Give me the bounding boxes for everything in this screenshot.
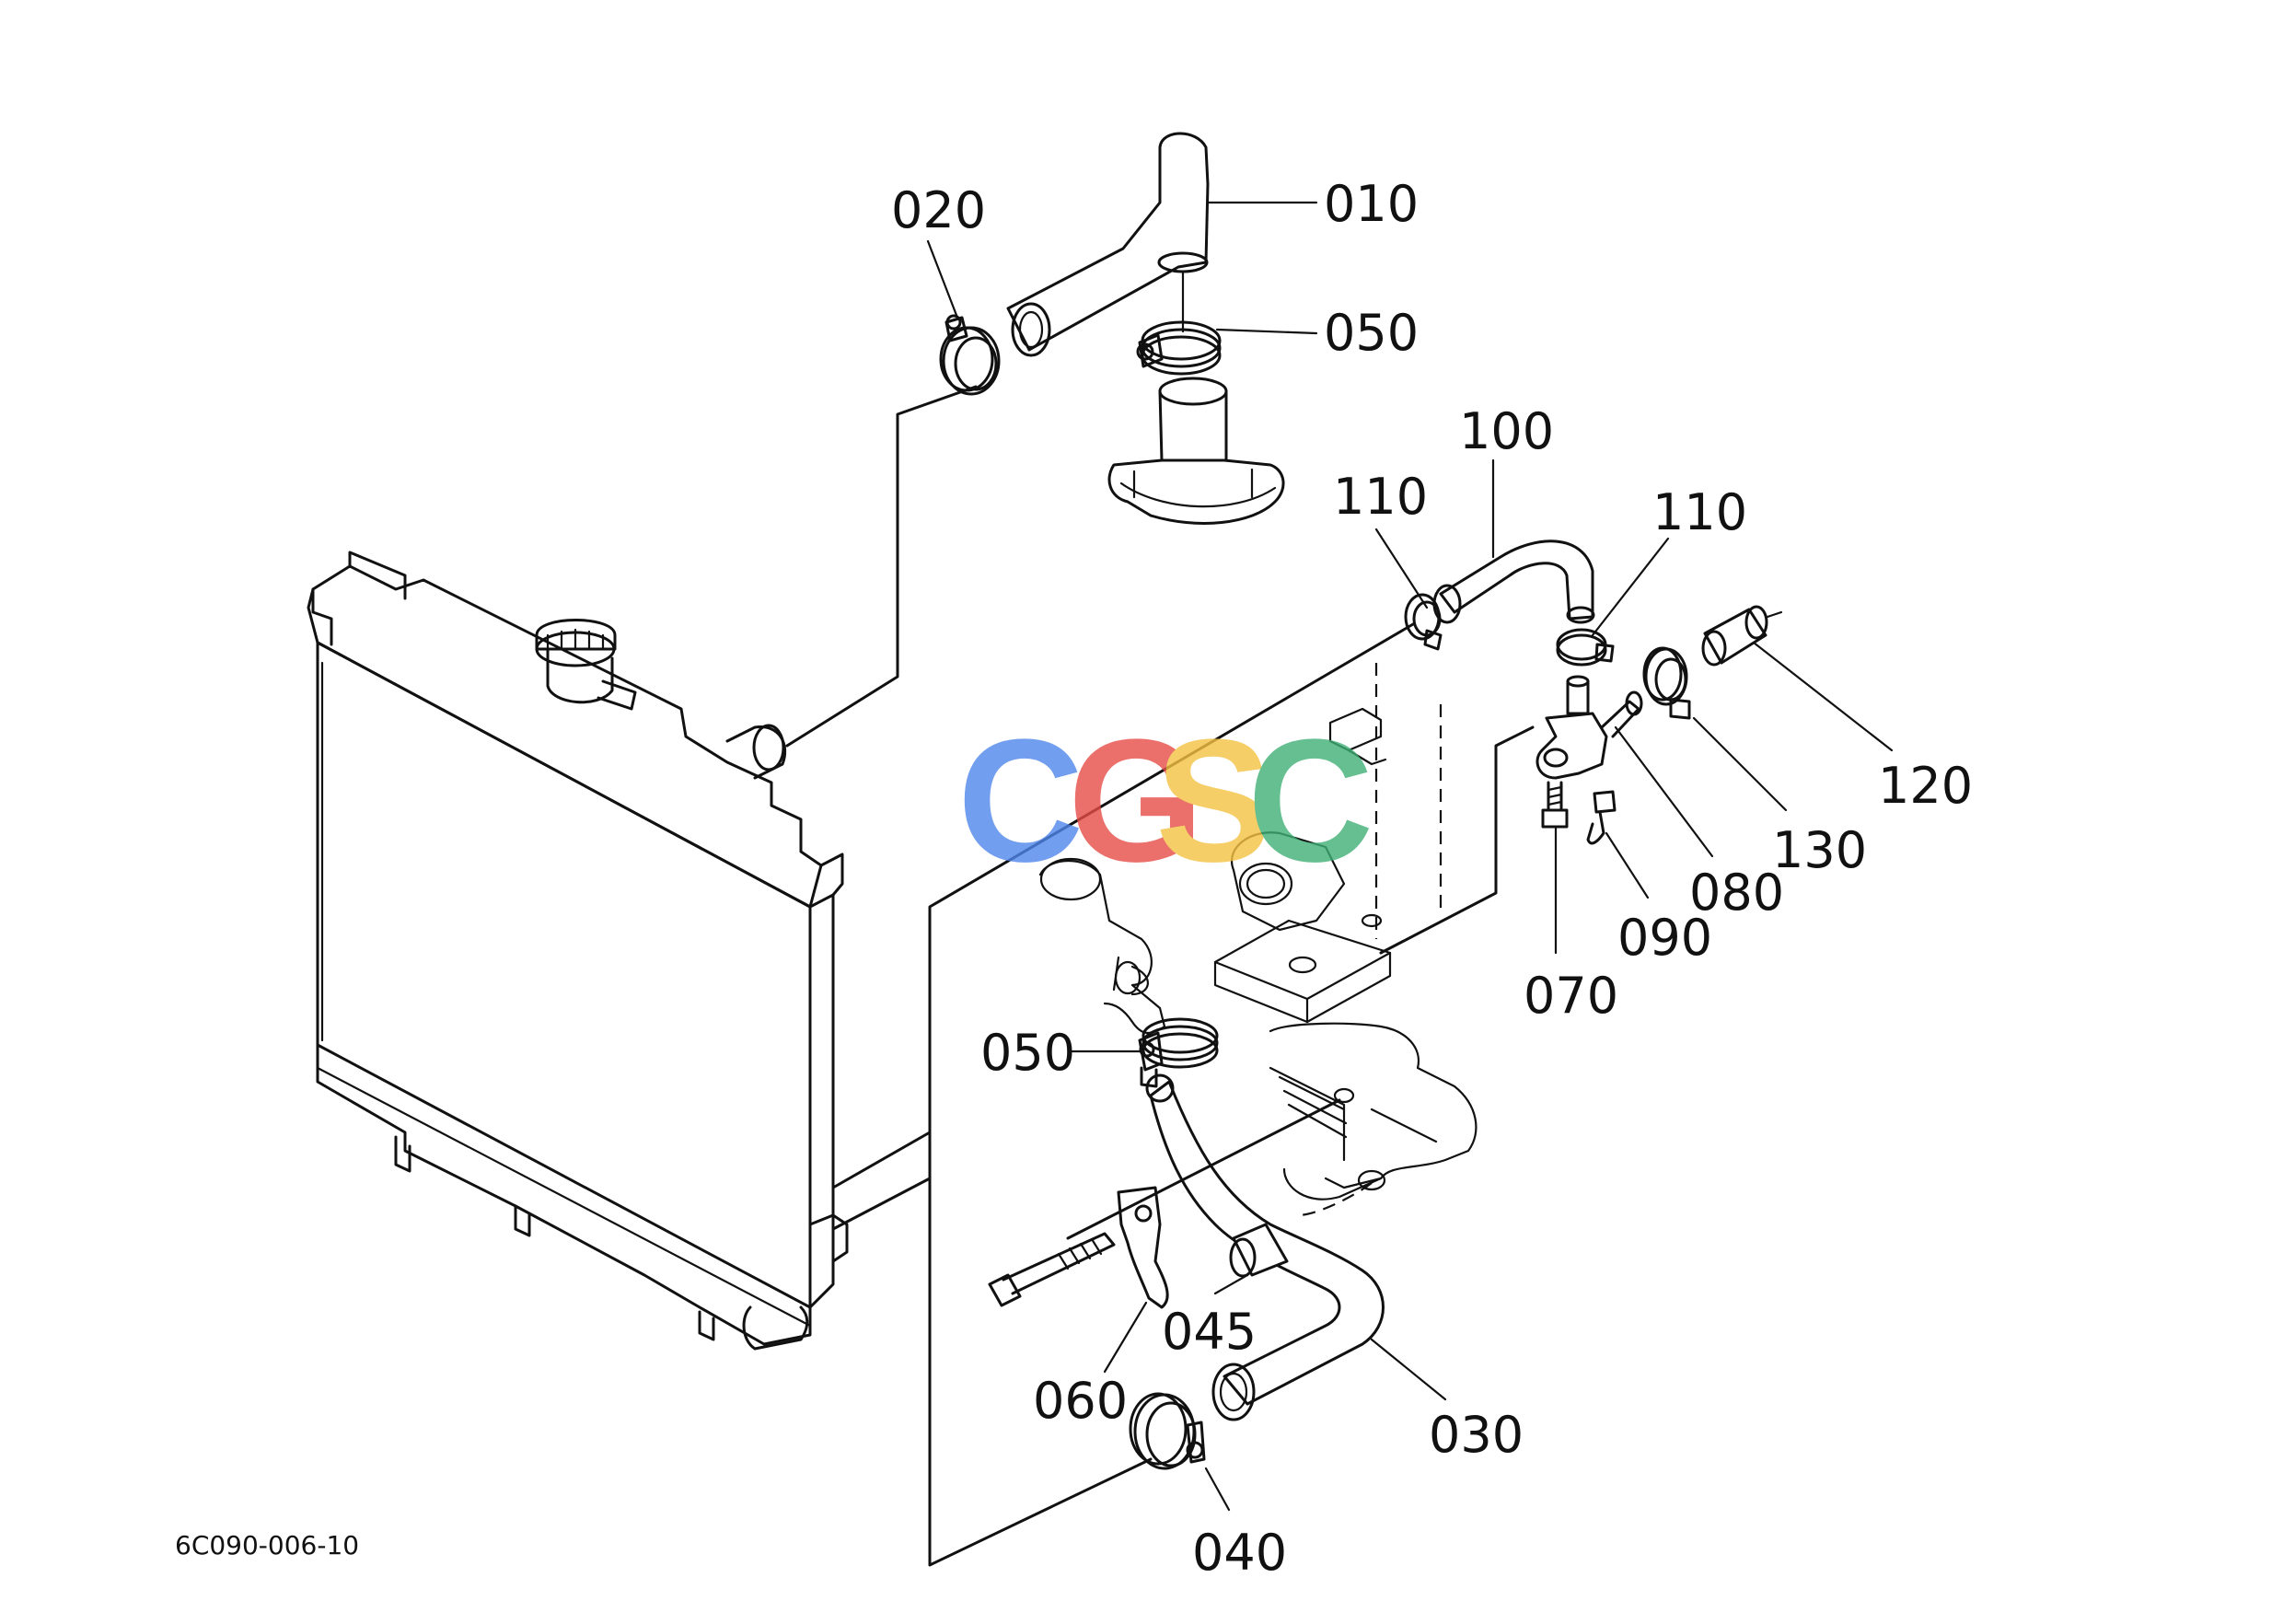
thermostat-housing bbox=[1107, 377, 1285, 525]
bracket-060 bbox=[988, 1186, 1169, 1309]
water-pump-housing bbox=[1038, 663, 1478, 1217]
label-010: 010 bbox=[1324, 175, 1419, 233]
label-040: 040 bbox=[1192, 1524, 1287, 1582]
label-070: 070 bbox=[1524, 967, 1618, 1025]
radiator bbox=[307, 551, 849, 1351]
bracket-line-lower bbox=[831, 1131, 932, 1231]
label-110-left: 110 bbox=[1333, 468, 1428, 526]
tube-120 bbox=[1701, 605, 1783, 667]
watermark-letter-2: G bbox=[1068, 703, 1204, 899]
label-045: 045 bbox=[1162, 1303, 1257, 1361]
bracket-line-pump bbox=[1066, 1098, 1341, 1240]
upper-hose bbox=[1006, 132, 1210, 357]
clamp-110-right bbox=[1556, 628, 1615, 667]
label-120: 120 bbox=[1878, 757, 1973, 815]
watermark-letter-3: S bbox=[1155, 703, 1272, 899]
label-050-top: 050 bbox=[1324, 304, 1419, 362]
watermark-letter-1: C bbox=[957, 703, 1084, 899]
bracket-line-110 bbox=[928, 622, 1415, 1567]
bracket-line-020 bbox=[785, 385, 978, 748]
label-050-mid: 050 bbox=[980, 1024, 1075, 1082]
figure-reference-code: 6C090-006-10 bbox=[175, 1530, 359, 1560]
plug-045 bbox=[1229, 1223, 1289, 1278]
clamp-130 bbox=[1642, 646, 1691, 720]
watermark: C G S C bbox=[957, 703, 1373, 899]
clamp-050-top bbox=[1136, 320, 1222, 376]
label-030: 030 bbox=[1429, 1406, 1524, 1464]
callout-labels: 010 020 050 100 110 110 120 130 080 090 … bbox=[891, 175, 1973, 1582]
label-080: 080 bbox=[1689, 864, 1784, 922]
label-060: 060 bbox=[1033, 1372, 1128, 1430]
label-130: 130 bbox=[1772, 821, 1867, 879]
drain-fitting bbox=[1536, 675, 1643, 845]
clamp-040 bbox=[1129, 1392, 1206, 1470]
clamp-110-left bbox=[1404, 593, 1443, 651]
label-110-right: 110 bbox=[1652, 483, 1747, 541]
label-090: 090 bbox=[1617, 909, 1712, 967]
label-100: 100 bbox=[1459, 402, 1554, 460]
watermark-letter-4: C bbox=[1247, 703, 1373, 899]
clamp-050-mid bbox=[1138, 1017, 1219, 1088]
leader-lines bbox=[926, 201, 1894, 1512]
bypass-hose bbox=[1432, 539, 1595, 624]
clamp-020 bbox=[939, 314, 1001, 396]
bracket-line-right bbox=[1379, 725, 1535, 955]
label-020: 020 bbox=[891, 181, 986, 239]
